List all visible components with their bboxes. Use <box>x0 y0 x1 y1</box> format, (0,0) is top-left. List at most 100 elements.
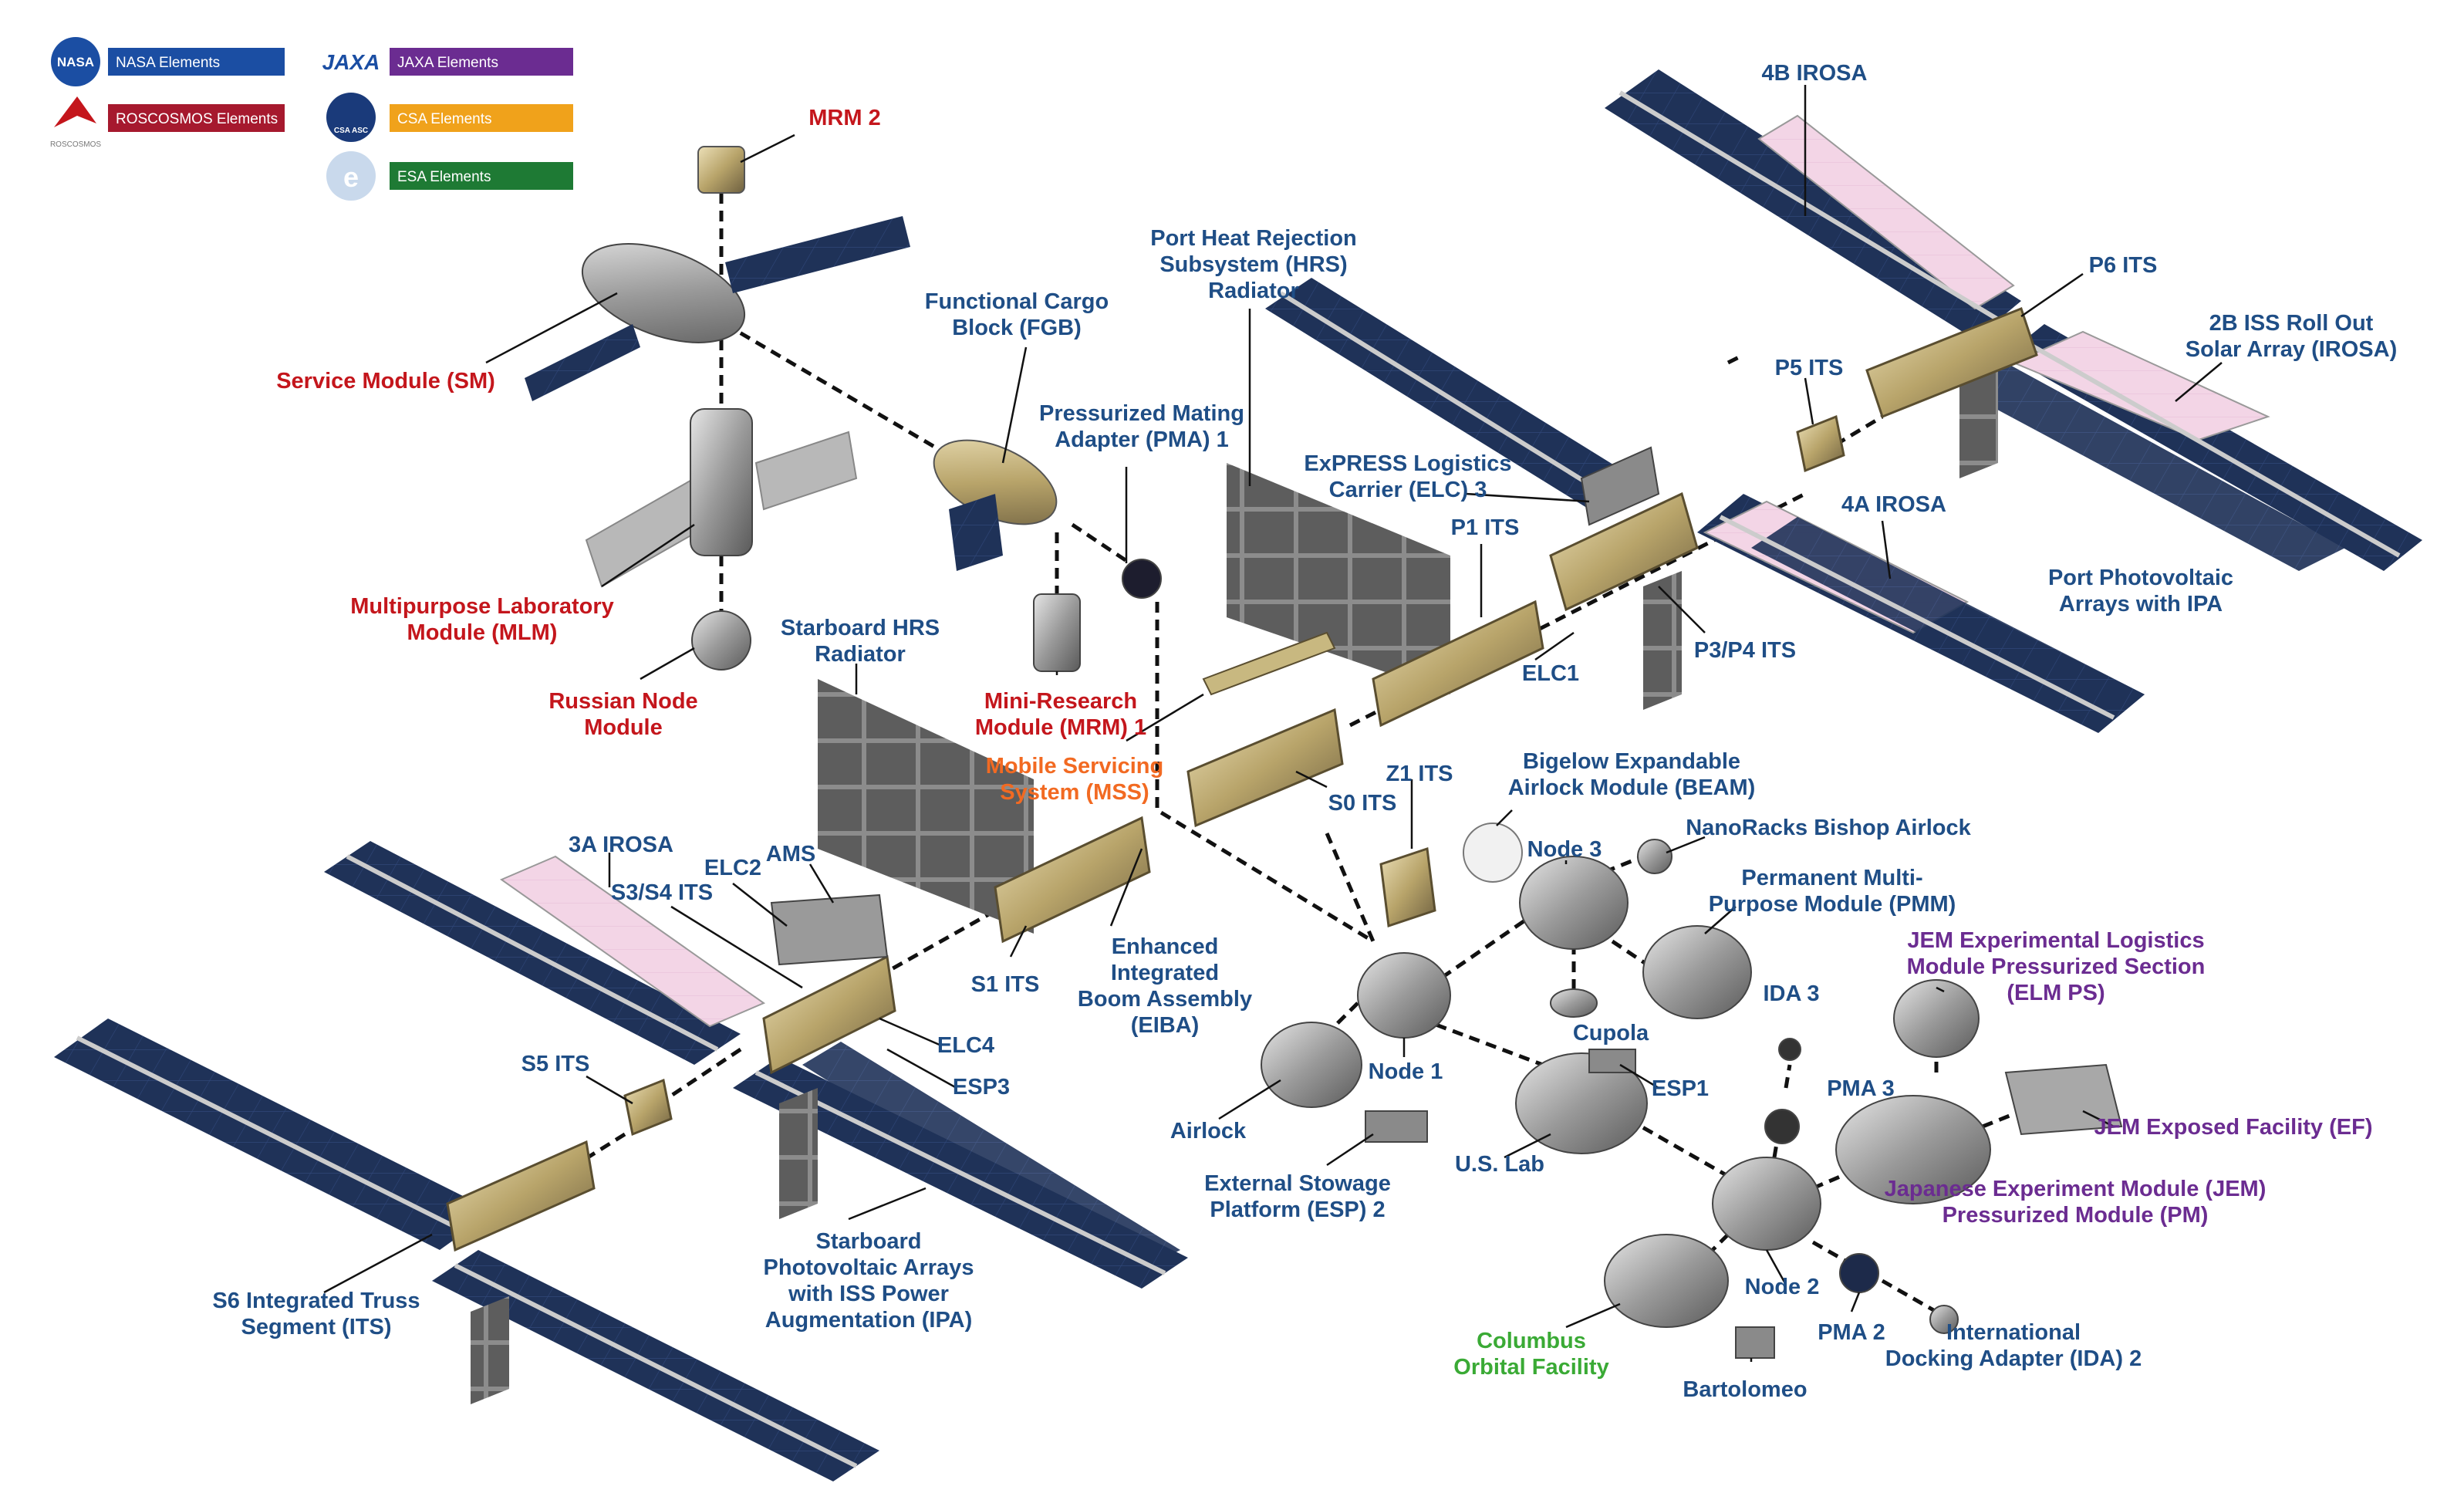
solar-panel-4b-outer <box>1605 69 2021 339</box>
legend: NASA NASA Elements ROSCOSMOS ROSCOSMOS E… <box>50 37 573 201</box>
label-pma2: PMA 2 <box>1818 1320 1885 1345</box>
jaxa-legend-bar <box>390 48 573 76</box>
leader-p3p4 <box>1658 586 1706 633</box>
label-bartolomeo: Bartolomeo <box>1683 1377 1807 1402</box>
csa-legend-bar <box>390 104 573 132</box>
connector-node1-lab <box>1419 1016 1544 1067</box>
label-node3: Node 3 <box>1527 837 1602 862</box>
nasa-logo-text: NASA <box>57 55 94 69</box>
connector-p5 <box>1804 414 1884 465</box>
label-elc1: ELC1 <box>1522 661 1579 686</box>
sm-solar-array-left <box>525 324 640 401</box>
truss-s6 <box>446 1140 596 1252</box>
connector-lab-node2 <box>1626 1116 1737 1183</box>
module-pmm <box>1642 925 1752 1019</box>
label-s1: S1 ITS <box>971 972 1040 997</box>
p6-radiator <box>1959 363 1998 478</box>
leader-lines <box>323 85 2223 1362</box>
leader-s6 <box>323 1233 433 1294</box>
roscosmos-legend-label: ROSCOSMOS Elements <box>116 111 278 127</box>
label-p1: P1 ITS <box>1451 515 1520 540</box>
fgb-solar-array <box>949 494 1003 571</box>
leader-2b <box>2175 362 2223 402</box>
leader-s5 <box>586 1075 633 1105</box>
leader-pmm <box>1704 906 1737 934</box>
leader-elc3 <box>1465 492 1590 503</box>
connector-sm-fgb <box>724 322 950 458</box>
label-p6: P6 ITS <box>2089 253 2158 278</box>
esa-logo-text: e <box>343 161 359 193</box>
s6-radiator <box>471 1296 509 1404</box>
csa-legend-label: CSA Elements <box>397 111 492 127</box>
ams-module <box>770 894 889 966</box>
nasa-legend-bar <box>108 48 285 76</box>
leader-eiba <box>1109 848 1143 927</box>
mss-arm <box>1202 631 1336 696</box>
truss-p1 <box>1372 600 1544 728</box>
label-ams: AMS <box>766 842 815 866</box>
truss-s1 <box>994 816 1151 944</box>
module-pma2 <box>1839 1253 1879 1293</box>
module-jem-pm <box>1835 1095 1991 1204</box>
starboard-radiator-panels <box>818 679 1034 849</box>
label-us-lab: U.S. Lab <box>1455 1152 1544 1177</box>
module-node3 <box>1519 856 1629 950</box>
solar-mast-port-radiator <box>1279 291 1606 496</box>
solar-mast-s6 <box>76 1035 464 1233</box>
port-solar-arrays <box>1265 69 2422 733</box>
leader-s3s4 <box>670 905 803 989</box>
leader-ams <box>808 863 835 904</box>
label-4b-irosa: 4B IROSA <box>1762 61 1868 86</box>
leader-bishop <box>1666 836 1706 854</box>
leader-s1 <box>1009 925 1028 958</box>
connector-jem-ef <box>1982 1109 2022 1129</box>
esa-logo-icon <box>326 151 376 201</box>
label-jem-ef: JEM Exposed Facility (EF) <box>2094 1115 2373 1140</box>
truss-z1 <box>1379 846 1436 928</box>
pressurized-modules <box>525 146 2123 1359</box>
leader-node2 <box>1765 1249 1787 1285</box>
labels: MRM 2 Service Module (SM) Multipurpose L… <box>212 61 2397 1402</box>
solar-panel-3a-irosa <box>499 855 766 1028</box>
leader-airlock <box>1218 1079 1281 1120</box>
label-s3s4: S3/S4 ITS <box>611 880 713 905</box>
connector-pma1-node1 <box>1155 602 1375 944</box>
label-node2: Node 2 <box>1745 1275 1820 1299</box>
module-bartolomeo <box>1735 1326 1775 1359</box>
module-ida2 <box>1929 1305 1959 1334</box>
leader-4a <box>1881 520 1892 579</box>
jaxa-logo-icon: JAXA <box>322 50 380 74</box>
module-beam <box>1463 823 1523 883</box>
leader-elc2 <box>732 883 788 927</box>
label-esp1: ESP1 <box>1652 1076 1709 1101</box>
solar-mast-s6-lower <box>454 1263 858 1468</box>
module-us-lab <box>1515 1052 1648 1154</box>
module-pma1 <box>1122 559 1162 599</box>
module-columbus <box>1604 1234 1729 1328</box>
esa-legend-bar <box>390 162 573 190</box>
connector-s3-s5 <box>670 1047 742 1098</box>
leader-elc4 <box>879 1017 942 1047</box>
solar-panel-port-lower-outer <box>1265 278 1635 509</box>
module-node2 <box>1712 1157 1821 1251</box>
connector-node2-jem <box>1812 1163 1868 1191</box>
truss-s0 <box>1186 708 1344 828</box>
module-mrm2 <box>697 146 745 194</box>
leader-p5 <box>1804 377 1814 425</box>
s4-radiator <box>779 1088 818 1219</box>
connector-pma3-ida3 <box>1784 1064 1792 1089</box>
label-jem-pm: Japanese Experiment Module (JEM)Pressuri… <box>1885 1177 2267 1228</box>
label-sm: Service Module (SM) <box>276 369 495 394</box>
label-elc2: ELC2 <box>704 856 761 880</box>
module-bishop <box>1637 839 1672 874</box>
leader-p6 <box>2020 272 2084 318</box>
